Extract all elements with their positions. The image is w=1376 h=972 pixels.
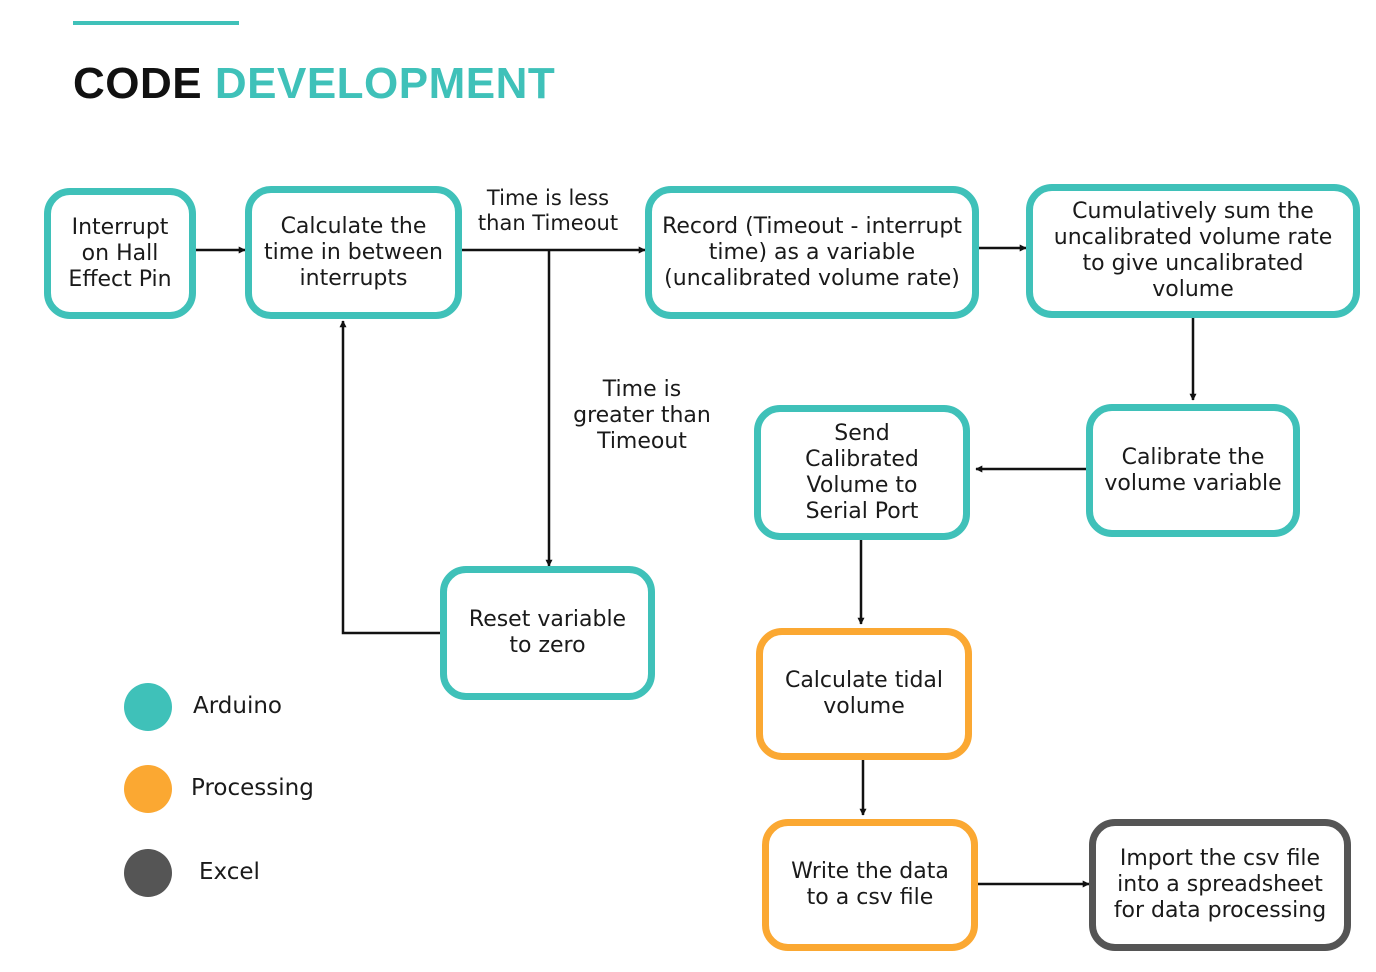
legend-label-processing: Processing [191, 775, 314, 801]
legend-label-excel: Excel [199, 859, 260, 885]
legend-dot-processing [124, 765, 172, 813]
label-time-less-than-timeout: Time is less than Timeout [477, 186, 619, 235]
label-time-greater-than-timeout: Time is greater than Timeout [573, 377, 711, 454]
arrow-reset-to-calc [339, 320, 440, 635]
legend-dot-arduino [124, 683, 172, 731]
legend-dot-excel [124, 849, 172, 897]
legend-label-arduino: Arduino [193, 693, 283, 719]
title-accent-rule [73, 21, 239, 25]
page-title: CODE DEVELOPMENT [73, 58, 555, 110]
title-word-code: CODE [73, 59, 203, 108]
title-word-development: DEVELOPMENT [214, 59, 556, 108]
